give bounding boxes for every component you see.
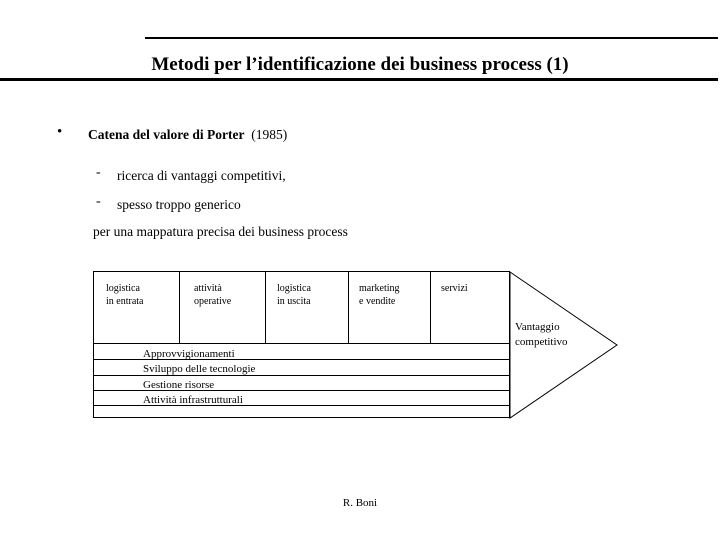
sub-bullet-text-1: ricerca di vantaggi competitivi, [117, 168, 286, 183]
sub-bullet-dash-2: - [96, 194, 101, 209]
bullet-marker-icon: • [57, 124, 63, 140]
support-activity-1: Approvvigionamenti [143, 348, 235, 360]
primary-activity-cell-1-line2: in entrata [106, 296, 144, 307]
sub-bullet-dash-1: - [96, 165, 101, 180]
closing-line-text: per una mappatura precisa dei business p… [93, 224, 348, 239]
porter-value-chain-diagram: logistica in entrata attività operative … [93, 271, 618, 421]
primary-activity-cell-2-line1: attività [194, 283, 222, 294]
primary-activity-cell-4-line1: marketing [359, 283, 400, 294]
value-chain-outline-svg [93, 271, 618, 419]
bullet-year-text: (1985) [251, 127, 288, 142]
support-activity-3: Gestione risorse [143, 379, 215, 391]
bullet-title-text: Catena del valore di Porter [88, 127, 245, 142]
primary-activity-cell-4: marketing e vendite [359, 282, 400, 308]
support-activity-4: Attività infrastrutturali [143, 394, 243, 406]
title-rule-top [145, 37, 718, 39]
support-activity-2: Sviluppo delle tecnologie [143, 363, 256, 375]
primary-activity-cell-5: servizi [441, 282, 468, 295]
competitive-advantage-label-line1: Vantaggio [515, 321, 560, 333]
primary-activity-cell-3-line1: logistica [277, 283, 311, 294]
primary-activity-cell-4-line2: e vendite [359, 296, 396, 307]
competitive-advantage-label: Vantaggio competitivo [515, 320, 568, 350]
footer-author: R. Boni [342, 497, 378, 509]
bullet-main-line: Catena del valore di Porter (1985) [88, 127, 287, 143]
primary-activity-cell-1: logistica in entrata [106, 282, 143, 308]
page-title: Metodi per l’identificazione dei busines… [151, 54, 569, 75]
competitive-advantage-label-line2: competitivo [515, 336, 568, 348]
sub-bullet-text-2: spesso troppo generico [117, 197, 241, 212]
primary-activity-cell-3-line2: in uscita [277, 296, 311, 307]
primary-activity-cell-5-line1: servizi [441, 283, 468, 294]
primary-activity-cell-3: logistica in uscita [277, 282, 311, 308]
primary-activity-cell-2: attività operative [194, 282, 231, 308]
primary-activity-cell-1-line1: logistica [106, 283, 140, 294]
primary-activity-cell-2-line2: operative [194, 296, 232, 307]
title-rule-bottom [0, 78, 718, 81]
competitive-advantage-arrowhead [509, 271, 618, 419]
